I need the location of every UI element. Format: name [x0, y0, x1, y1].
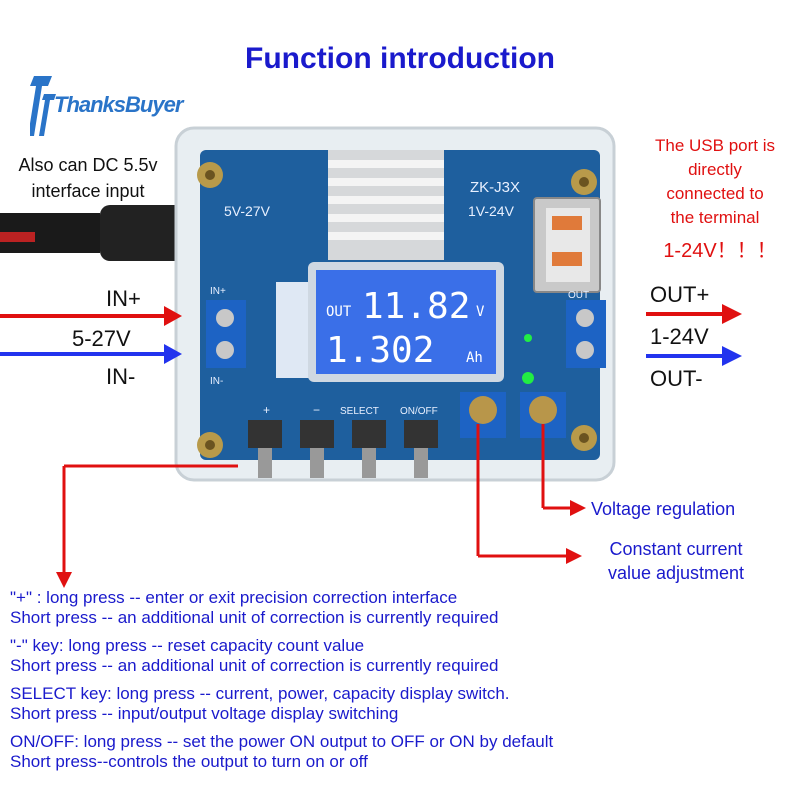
label-in-range: 5-27V — [72, 326, 131, 351]
jack-note-line: interface input — [31, 181, 145, 201]
instruction-line: Short press -- an additional unit of cor… — [10, 608, 499, 627]
dc-plug-icon — [100, 205, 190, 261]
lcd-unit-voltage: V — [476, 304, 485, 320]
board-btn-onoff: ON/OFF — [400, 406, 438, 417]
lcd-out-label: OUT — [326, 304, 352, 320]
board-in-range: 5V-27V — [224, 203, 271, 219]
instruction-line: Short press -- input/output voltage disp… — [10, 704, 399, 723]
arrow-out-minus-icon — [646, 346, 742, 366]
lcd-display — [276, 262, 504, 382]
brand-logo-icon — [30, 76, 56, 136]
button-plus-icon — [248, 420, 282, 478]
instruction-minus: "-" key: long press -- reset capacity co… — [10, 636, 790, 676]
jack-note-line: Also can DC 5.5v — [18, 155, 158, 175]
board-btn-select: SELECT — [340, 406, 379, 417]
board-btn-minus: − — [313, 403, 320, 417]
label-out-minus: OUT- — [650, 366, 703, 391]
instruction-select: SELECT key: long press -- current, power… — [10, 684, 790, 724]
callout-buttons-line-icon — [56, 464, 238, 588]
instruction-line: "-" key: long press -- reset capacity co… — [10, 636, 365, 655]
instruction-line: ON/OFF: long press -- set the power ON o… — [10, 732, 554, 751]
button-select-icon — [352, 420, 386, 478]
button-onoff-icon — [404, 420, 438, 478]
usb-note-line: directly — [688, 160, 742, 179]
jack-note: Also can DC 5.5v interface input — [8, 152, 168, 204]
usb-range: 1-24V！！！ — [663, 240, 777, 262]
lcd-unit-capacity: Ah — [466, 350, 483, 366]
callout-voltage-line-icon — [541, 424, 586, 516]
page-title: Function introduction — [245, 42, 555, 75]
label-in-plus: IN+ — [106, 286, 141, 311]
instruction-line: Short press -- an additional unit of cor… — [10, 656, 499, 675]
input-terminal-icon — [206, 300, 246, 368]
current-adjust-note: Constant current value adjustment — [586, 537, 766, 585]
usb-note-line: connected to — [666, 184, 764, 203]
board-in-minus: IN- — [210, 376, 223, 387]
screw-icon — [197, 162, 597, 458]
board-out-range: 1V-24V — [468, 203, 515, 219]
instruction-line: SELECT key: long press -- current, power… — [10, 684, 510, 703]
arrow-out-plus-icon — [646, 304, 742, 324]
led-indicator-icon — [522, 372, 534, 384]
label-in-minus: IN- — [106, 364, 136, 389]
board-model: ZK-J3X — [470, 179, 520, 196]
lcd-value-capacity: 1.302 — [326, 330, 434, 371]
instruction-line: Short press--controls the output to turn… — [10, 752, 368, 771]
usb-note-line: the terminal — [670, 208, 760, 227]
button-minus-icon — [300, 420, 334, 478]
button-instructions: "+" : long press -- enter or exit precis… — [10, 588, 790, 780]
arrow-in-plus-icon — [0, 306, 182, 326]
brand-name: ThanksBuyer — [54, 92, 183, 117]
voltage-regulation-note: Voltage regulation — [591, 499, 736, 519]
usb-port-icon — [533, 197, 601, 293]
instruction-line: "+" : long press -- enter or exit precis… — [10, 588, 458, 607]
board-in-plus: IN+ — [210, 286, 226, 297]
instruction-onoff: ON/OFF: long press -- set the power ON o… — [10, 732, 790, 772]
usb-note-line: The USB port is — [655, 136, 775, 155]
usb-note: The USB port is directly connected to th… — [630, 134, 800, 230]
board-out: OUT — [568, 290, 589, 301]
output-terminal-icon — [566, 300, 606, 368]
callout-current-line-icon — [476, 424, 582, 564]
heatsink-icon — [328, 150, 444, 260]
current-adjust-line: Constant current — [609, 539, 743, 559]
label-out-range: 1-24V — [650, 324, 709, 349]
led-indicator-icon — [524, 334, 532, 342]
label-out-plus: OUT+ — [650, 282, 710, 307]
instruction-plus: "+" : long press -- enter or exit precis… — [10, 588, 790, 628]
board-btn-plus: + — [263, 403, 270, 417]
lcd-value-voltage: 11.82 — [362, 286, 470, 327]
potentiometer-current-icon — [460, 392, 506, 438]
arrow-in-minus-icon — [0, 344, 182, 364]
current-adjust-line: value adjustment — [607, 563, 745, 583]
